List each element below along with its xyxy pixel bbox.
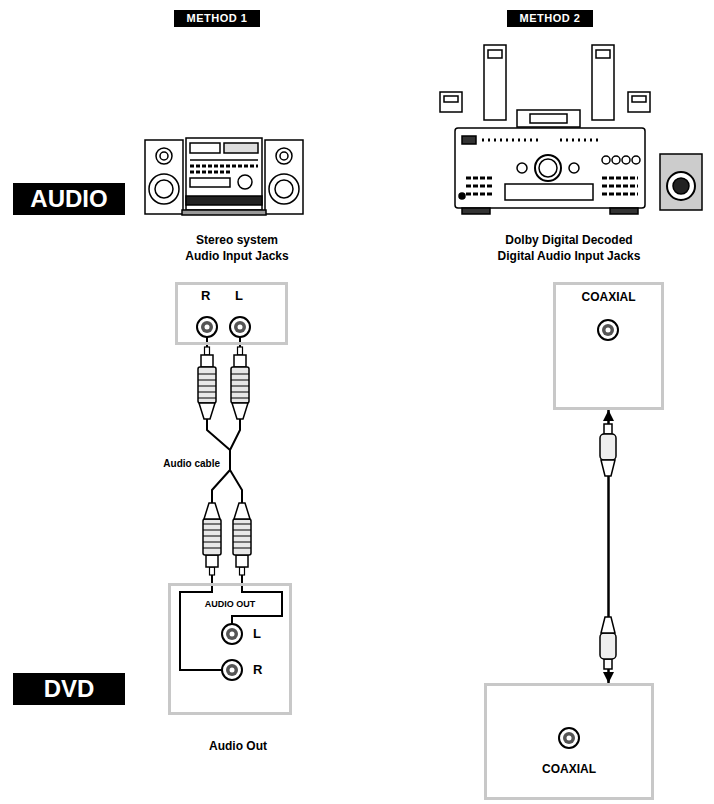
stereo-system-illustration: [186, 138, 262, 210]
stereo-system-illustration: [190, 166, 258, 172]
receiver-illustration: [612, 156, 620, 164]
receiver-illustration: [444, 96, 458, 102]
panel-label: L: [235, 288, 243, 304]
device-caption: Audio Out: [178, 739, 298, 755]
stereo-system-illustration: [186, 196, 262, 205]
rca-plug: [231, 347, 249, 419]
coaxial-plug: [600, 424, 616, 476]
receiver-illustration: [602, 178, 638, 194]
panel-label: L: [253, 626, 261, 642]
stereo-system-illustration: [145, 138, 303, 215]
section-band: AUDIO: [13, 183, 125, 215]
stereo-system-illustration: [269, 174, 299, 204]
stereo-system-illustration: [190, 178, 230, 187]
receiver-illustration: [592, 45, 614, 120]
method-label: METHOD 2: [520, 12, 581, 25]
receiver-illustration: [628, 92, 650, 112]
jack-panel: COAXIAL: [484, 683, 654, 800]
stereo-system-illustration: [182, 210, 266, 215]
panel-label: R: [201, 288, 210, 304]
rca-plug: [203, 503, 221, 575]
receiver-illustration: [660, 154, 702, 210]
method-label: METHOD 1: [187, 12, 248, 25]
receiver-illustration: [488, 50, 502, 58]
stereo-system-illustration: [280, 152, 288, 160]
receiver-illustration: [440, 45, 702, 214]
receiver-illustration: [610, 208, 638, 214]
stereo-system-illustration: [155, 180, 173, 198]
stereo-system-illustration: [190, 143, 220, 153]
panel-label: COAXIAL: [556, 290, 661, 304]
receiver-illustration: [482, 139, 600, 142]
receiver-illustration: [667, 172, 695, 200]
receiver-illustration: [632, 96, 646, 102]
method-tag: METHOD 2: [507, 10, 594, 27]
receiver-illustration: [632, 156, 640, 164]
receiver-illustration: [455, 128, 645, 208]
coaxial-plug: [600, 424, 616, 669]
cable-wire: [180, 583, 222, 670]
receiver-illustration: [517, 163, 527, 173]
stereo-system-illustration: [156, 148, 172, 164]
stereo-system-illustration: [190, 159, 258, 161]
panel-label: AUDIO OUT: [171, 599, 289, 610]
receiver-illustration: [517, 110, 580, 127]
receiver-illustration: [440, 92, 462, 112]
receiver-illustration: [484, 45, 506, 120]
receiver-illustration: [459, 193, 465, 199]
cable-wire: [180, 337, 282, 670]
device-caption: Stereo system Audio Input Jacks: [181, 233, 293, 264]
rca-plug: [233, 503, 251, 575]
stereo-system-illustration: [238, 175, 252, 189]
stereo-system-illustration: [149, 174, 179, 204]
jack-symbol: [598, 320, 618, 340]
receiver-illustration: [462, 208, 490, 214]
section-band: DVD: [13, 673, 125, 705]
receiver-illustration: [622, 156, 630, 164]
section-label: DVD: [44, 675, 95, 704]
jack-panel: COAXIAL: [553, 282, 664, 410]
jack-symbol: [559, 728, 579, 748]
jack-symbol: [222, 624, 242, 644]
stereo-system-illustration: [265, 140, 303, 214]
receiver-illustration: [505, 184, 593, 200]
receiver-illustration: [530, 114, 567, 123]
stereo-system-illustration: [224, 143, 258, 153]
rca-plug: [198, 347, 216, 419]
receiver-illustration: [569, 163, 579, 173]
coaxial-plug: [600, 617, 616, 669]
stereo-system-illustration: [276, 148, 292, 164]
jack-symbol: [230, 317, 250, 337]
cable-label: Audio cable: [161, 458, 222, 470]
jack-symbol: [197, 317, 217, 337]
receiver-illustration: [462, 136, 476, 144]
panel-label: R: [253, 662, 262, 678]
device-caption: Dolby Digital Decoded Digital Audio Inpu…: [487, 233, 652, 264]
jack-panel: RL: [175, 282, 288, 345]
stereo-system-illustration: [275, 180, 293, 198]
receiver-illustration: [466, 178, 494, 194]
receiver-illustration: [673, 178, 689, 194]
panel-label: COAXIAL: [487, 762, 651, 776]
jack-panel: AUDIO OUT L R: [168, 583, 292, 715]
section-label: AUDIO: [30, 185, 107, 214]
stereo-system-illustration: [145, 140, 183, 214]
receiver-illustration: [539, 159, 557, 177]
jack-symbol: [222, 660, 242, 680]
stereo-system-illustration: [160, 152, 168, 160]
receiver-illustration: [602, 156, 610, 164]
method-tag: METHOD 1: [174, 10, 261, 27]
receiver-illustration: [596, 50, 610, 58]
receiver-illustration: [535, 155, 561, 181]
